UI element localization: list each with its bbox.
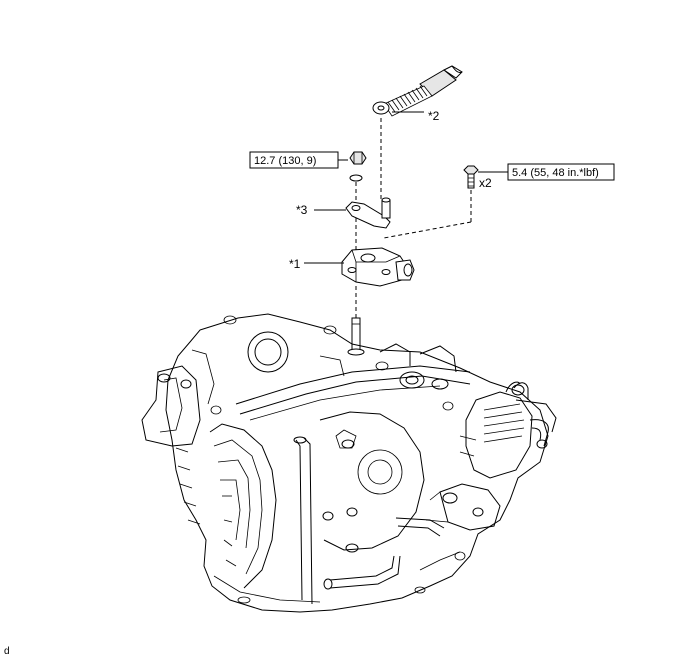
align-bolt-diag xyxy=(383,221,472,239)
torque-box-bolt xyxy=(507,163,615,181)
callout-part1: *1 xyxy=(289,257,301,271)
manual-shaft xyxy=(347,317,365,356)
torque-nut: 12.7 (130, 9) xyxy=(254,155,316,167)
torque-bolt: 5.4 (55, 48 in.*lbf) xyxy=(512,167,599,179)
nut xyxy=(349,151,367,165)
bolt-qty: x2 xyxy=(479,176,492,190)
bolt xyxy=(463,165,479,189)
shift-lever xyxy=(345,197,391,229)
callout-part2: *2 xyxy=(428,109,440,123)
figure-code: d xyxy=(4,646,10,657)
shift-cable xyxy=(372,65,463,117)
neutral-switch xyxy=(341,247,415,287)
washer xyxy=(349,174,363,182)
transaxle-assembly xyxy=(141,313,557,613)
callout-part3: *3 xyxy=(296,203,308,217)
